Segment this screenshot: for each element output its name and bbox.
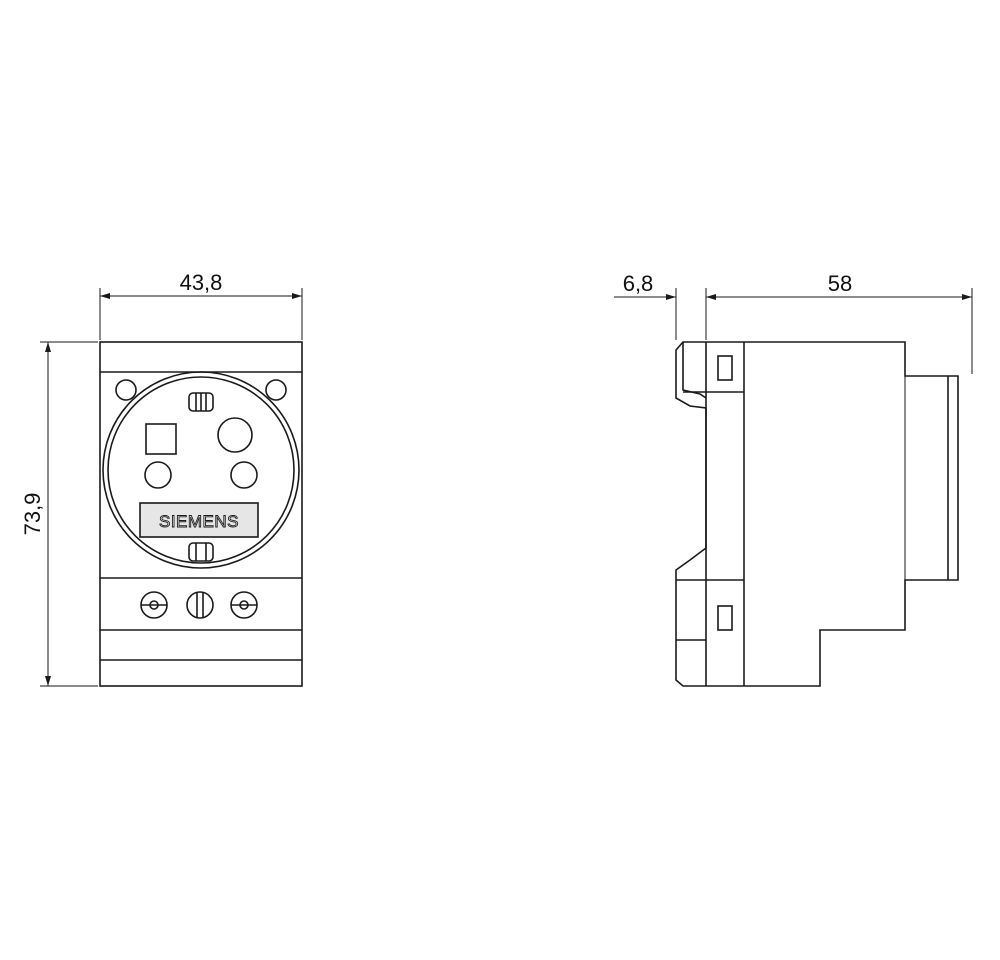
side-profile-outline [675, 341, 959, 687]
socket-square-indicator [145, 423, 177, 455]
side-lower-window [717, 605, 733, 631]
side-view [675, 341, 959, 687]
terminal-screw-left-icon [140, 591, 168, 619]
side-depth-dimension [614, 288, 973, 374]
terminal-screw-center-icon [186, 591, 214, 619]
front-height-label: 73,9 [20, 493, 45, 536]
side-depth-label: 58 [828, 271, 852, 296]
socket-ring-inner [107, 376, 295, 564]
front-width-label: 43,8 [180, 270, 223, 295]
front-housing-outline [99, 341, 303, 687]
earth-clip-top [188, 392, 214, 412]
socket-ring-outer [102, 371, 300, 569]
socket-large-hole [217, 417, 253, 453]
side-upper-window [717, 355, 733, 381]
earth-clip-bottom [188, 542, 214, 562]
front-width-dimension [99, 288, 303, 340]
terminal-screw-right-icon [230, 591, 258, 619]
socket-pin-hole-right [230, 461, 258, 489]
socket-pin-hole-left [144, 461, 172, 489]
front-height-dimension [40, 341, 98, 687]
brand-plate [139, 502, 259, 538]
front-left-mounting-hole [115, 379, 137, 401]
brand-label: SIEMENS [159, 512, 239, 531]
side-offset-label: 6,8 [623, 271, 654, 296]
side-upper-clip [682, 342, 707, 399]
front-view [99, 341, 303, 687]
front-right-mounting-hole [265, 379, 287, 401]
